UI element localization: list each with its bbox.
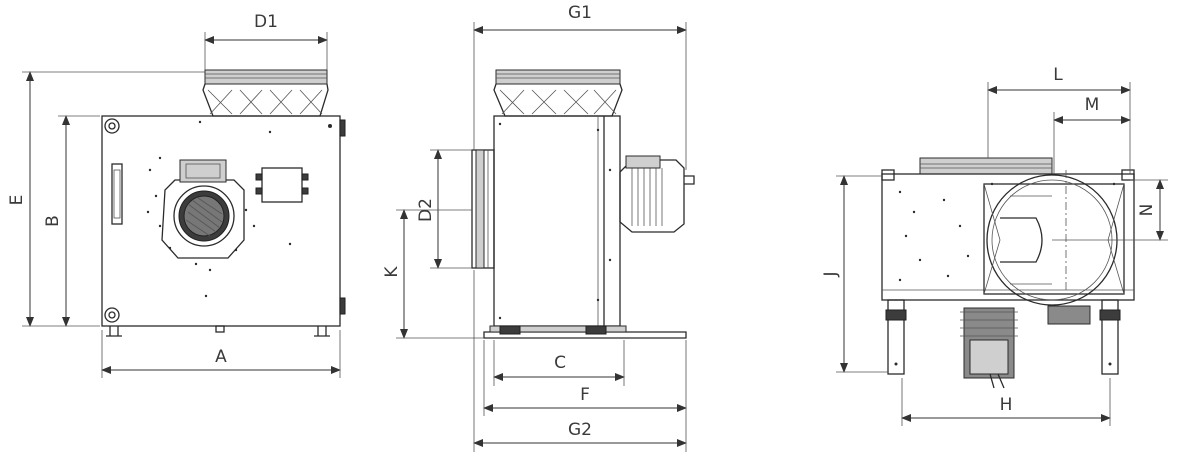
label-F: F — [580, 385, 590, 405]
label-D2: D2 — [416, 198, 436, 222]
front-handle — [111, 163, 123, 225]
side-view: G1 D2 K C F G2 — [382, 3, 695, 452]
side-casing — [493, 115, 621, 327]
label-A: A — [215, 347, 227, 367]
front-inlet-collar — [202, 69, 329, 117]
side-dimensions — [396, 22, 687, 452]
label-B: B — [43, 215, 63, 227]
rear-motor — [960, 305, 1091, 389]
label-L: L — [1053, 65, 1063, 85]
label-C: C — [554, 353, 566, 373]
rear-view: L M N J H — [821, 65, 1168, 426]
front-junction-box — [255, 167, 309, 203]
side-inlet-collar — [493, 69, 623, 117]
side-outlet-flange — [471, 149, 495, 269]
label-K: K — [382, 266, 402, 278]
rear-casing — [881, 173, 1135, 301]
rear-dimensions — [836, 82, 1168, 426]
label-H: H — [1000, 395, 1013, 415]
front-view: D1 A B E — [7, 12, 346, 378]
label-G2: G2 — [568, 420, 592, 440]
front-motor — [161, 159, 245, 259]
rear-legs — [885, 299, 1121, 375]
label-M: M — [1085, 95, 1100, 115]
label-D1: D1 — [254, 12, 278, 32]
label-E: E — [7, 195, 27, 206]
label-G1: G1 — [568, 3, 592, 23]
front-dimensions — [22, 32, 341, 378]
rear-fan-housing — [983, 170, 1130, 306]
label-N: N — [1137, 204, 1157, 217]
side-base — [483, 325, 687, 339]
label-J: J — [821, 271, 841, 277]
rear-inlet-collar — [919, 157, 1053, 175]
side-motor — [619, 155, 695, 233]
